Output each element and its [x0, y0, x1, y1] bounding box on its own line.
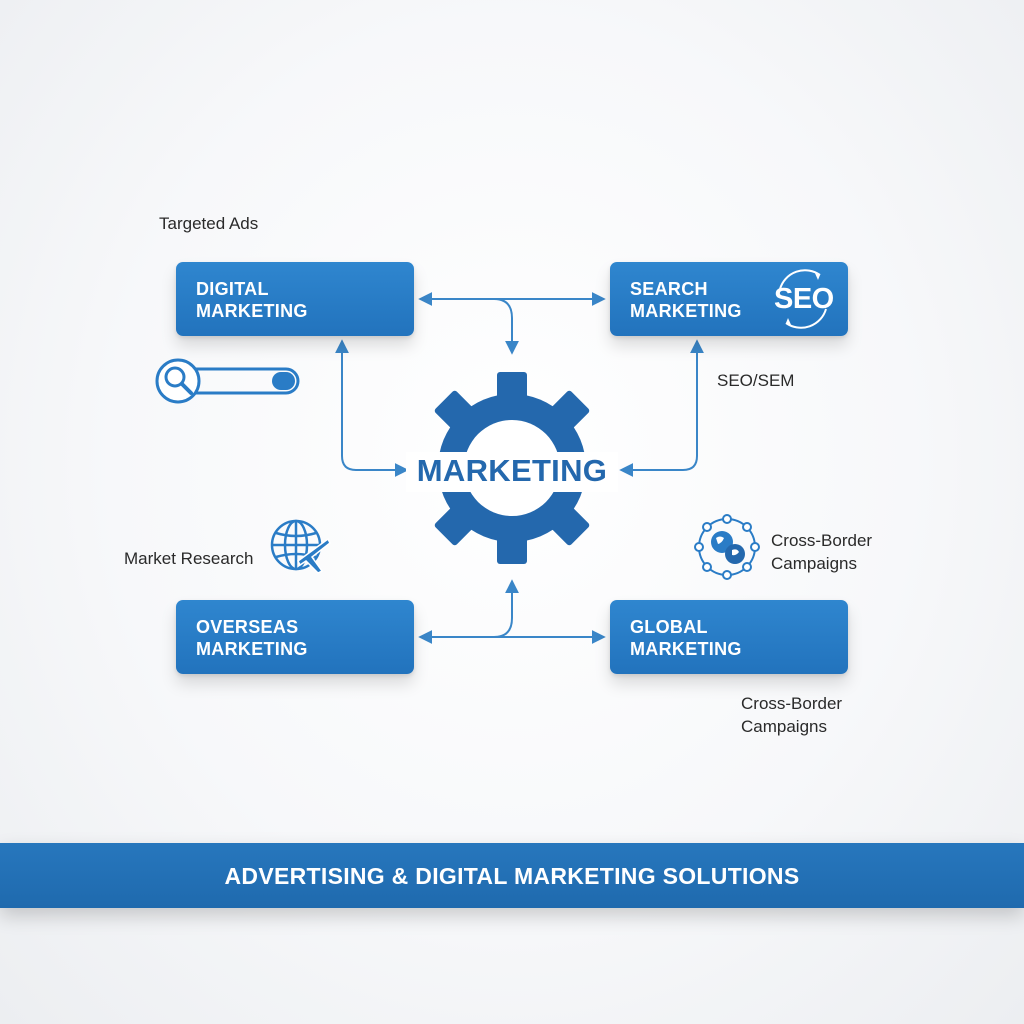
cross-border-lower-line1: Cross-Border [741, 694, 843, 713]
banner-title: ADVERTISING & DIGITAL MARKETING SOLUTION… [224, 863, 800, 889]
digital-marketing-box[interactable]: DIGITAL MARKETING [176, 262, 414, 336]
seo-sem-label: SEO/SEM [717, 371, 795, 390]
gear-label-backdrop [406, 452, 618, 492]
search-marketing-line2: MARKETING [630, 301, 742, 321]
overseas-marketing-line1: OVERSEAS [196, 617, 299, 637]
seo-circular-arrows-icon [779, 269, 827, 329]
cross-border-lower-line2: Campaigns [741, 717, 827, 736]
bottom-banner [0, 843, 1024, 908]
bottom-branch-arrow [493, 579, 519, 638]
targeted-ads-label: Targeted Ads [159, 214, 259, 233]
global-marketing-line1: GLOBAL [630, 617, 708, 637]
overseas-marketing-box[interactable]: OVERSEAS MARKETING [176, 600, 414, 674]
cross-border-label-upper: Cross-Border Campaigns [771, 529, 872, 575]
search-marketing-box[interactable]: SEARCH MARKETING SEO [610, 262, 848, 336]
cross-border-label-lower: Cross-Border Campaigns [741, 692, 842, 738]
left-connector-arrow [335, 339, 409, 477]
cross-border-upper-line1: Cross-Border [771, 531, 873, 550]
search-marketing-line1: SEARCH [630, 279, 708, 299]
center-title: MARKETING [416, 453, 608, 488]
market-research-label: Market Research [124, 549, 254, 568]
right-connector-arrow [619, 339, 704, 477]
global-marketing-line2: MARKETING [630, 639, 742, 659]
top-branch-arrow [493, 298, 519, 355]
magnifier-search-bar-icon [155, 358, 300, 404]
globe-airplane-icon [270, 519, 331, 574]
overseas-marketing-line2: MARKETING [196, 639, 308, 659]
seo-badge-text: SEO [774, 283, 834, 315]
digital-marketing-line1: DIGITAL [196, 279, 269, 299]
network-globe-icon [694, 514, 760, 580]
global-marketing-box[interactable]: GLOBAL MARKETING [610, 600, 848, 674]
cross-border-upper-line2: Campaigns [771, 554, 857, 573]
digital-marketing-line2: MARKETING [196, 301, 308, 321]
